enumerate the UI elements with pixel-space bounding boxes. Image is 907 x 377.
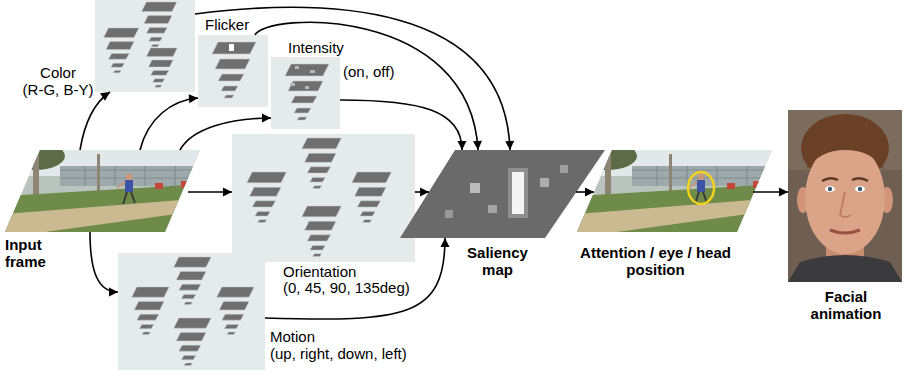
- connector-line: [140, 98, 198, 150]
- input-frame-image: [5, 142, 205, 232]
- node-label: Motion (up, right, down, left): [270, 328, 435, 362]
- arrow-connector: [753, 188, 788, 197]
- node-label: Facial animation: [796, 288, 896, 322]
- feature-panel: Flicker: [198, 35, 268, 107]
- arrowhead: [505, 141, 514, 150]
- connector-line: [80, 92, 110, 150]
- connector-line: [195, 7, 510, 150]
- arrowhead: [262, 114, 271, 123]
- connector-line: [265, 238, 445, 319]
- feature-panel: Intensity (on, off): [271, 57, 340, 129]
- image-frame: Attention / eye / head position: [577, 150, 772, 232]
- connector-line: [340, 100, 462, 150]
- node-label: Saliency map: [460, 244, 535, 278]
- connector-line: [255, 22, 478, 150]
- arrowhead: [585, 188, 594, 197]
- arrow-connector: [415, 188, 429, 197]
- arrow-connector: [255, 22, 482, 150]
- arrowhead: [779, 188, 788, 197]
- spacer: [18, 64, 33, 65]
- arrowhead: [109, 288, 118, 297]
- arrow-connector: [340, 100, 467, 150]
- node-label: Flicker: [205, 16, 249, 33]
- node-label: Orientation (0, 45, 90, 135deg): [283, 264, 418, 296]
- arrow-connector: [576, 188, 594, 197]
- feature-panel: Color (R-G, B-Y): [95, 0, 195, 92]
- arrowhead: [100, 92, 110, 101]
- node-label: Color (R-G, B-Y): [18, 64, 98, 98]
- saliency-map: Saliency map: [400, 150, 605, 238]
- arrowhead: [223, 188, 232, 197]
- arrow-connector: [195, 7, 514, 150]
- arrow-connector: [90, 232, 118, 297]
- saliency-map-image: [400, 150, 605, 238]
- arrow-connector: [265, 238, 450, 319]
- spacer: [368, 264, 418, 265]
- arrowhead: [189, 94, 198, 103]
- feature-panel: Motion (up, right, down, left): [118, 253, 265, 370]
- arrow-connector: [188, 188, 232, 197]
- connector-line: [180, 118, 271, 150]
- node-label: Attention / eye / head position: [563, 244, 748, 278]
- spacer: [83, 64, 98, 65]
- arrow-connector: [180, 114, 271, 151]
- feature-panel: Orientation (0, 45, 90, 135deg): [232, 134, 415, 262]
- node-label: Intensity (on, off): [343, 36, 403, 84]
- arrowhead: [473, 141, 482, 150]
- face-image: Facial animation: [788, 110, 902, 282]
- node-label: Input frame: [5, 236, 60, 270]
- arrowhead: [420, 188, 429, 197]
- attention-image: [577, 142, 777, 232]
- spacer: [363, 36, 403, 37]
- arrow-connector: [140, 94, 198, 150]
- spacer: [335, 328, 435, 329]
- face-image: [788, 110, 902, 282]
- connector-line: [90, 232, 118, 292]
- image-frame: Input frame: [5, 150, 200, 232]
- arrowhead: [458, 141, 467, 150]
- arrow-connector: [80, 92, 110, 150]
- arrowhead: [441, 238, 450, 247]
